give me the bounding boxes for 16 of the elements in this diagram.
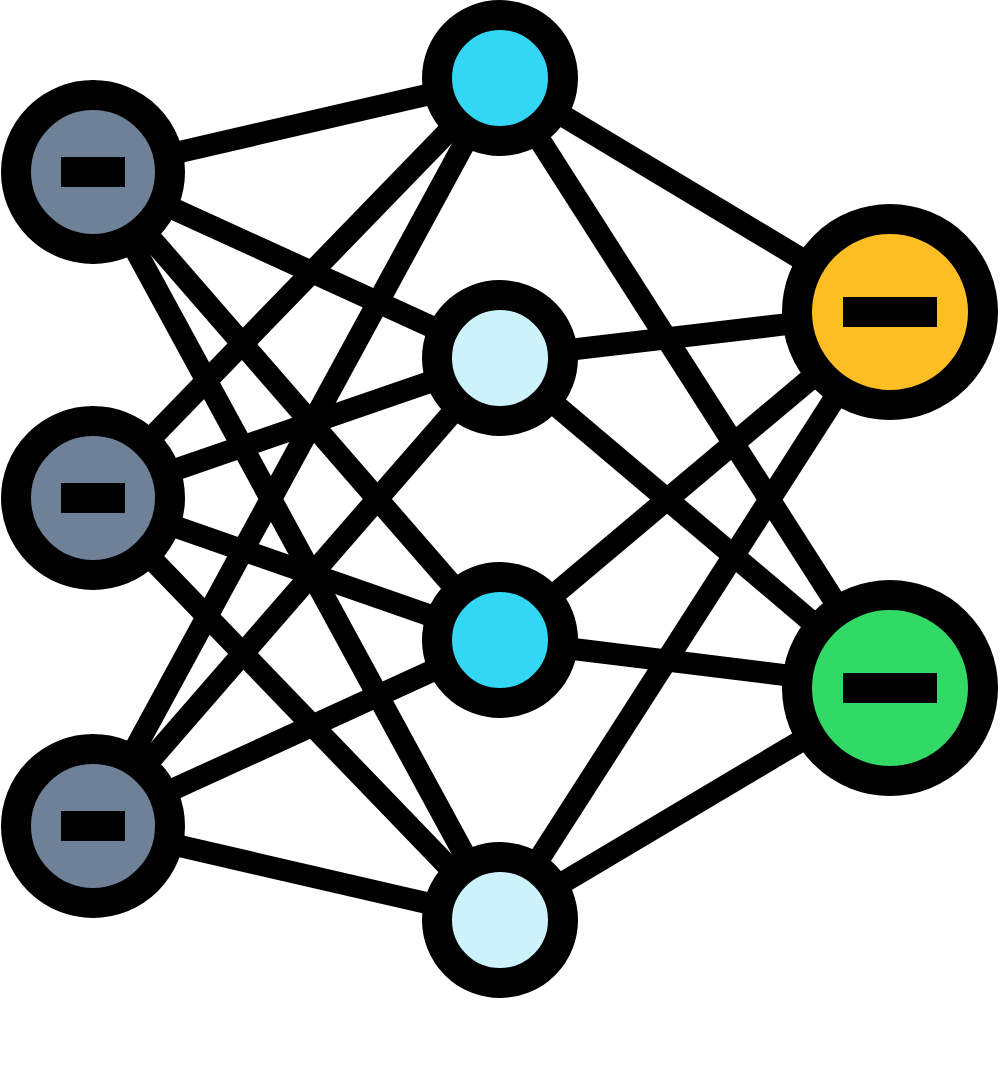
connection-line — [143, 408, 459, 766]
connection-line — [574, 638, 787, 686]
connection-line — [170, 661, 436, 799]
connection-line — [551, 371, 816, 600]
connection-line — [174, 517, 432, 626]
connection-line — [531, 395, 843, 862]
connection-line — [574, 313, 786, 361]
connection-line — [559, 732, 805, 891]
connection-line — [559, 107, 805, 267]
connection-line — [531, 136, 843, 605]
connection-line — [550, 398, 817, 628]
connection-line — [170, 199, 436, 337]
connection-line — [126, 245, 474, 859]
connection-line — [178, 835, 429, 914]
connection-line — [178, 84, 429, 163]
connection-line — [174, 372, 432, 480]
